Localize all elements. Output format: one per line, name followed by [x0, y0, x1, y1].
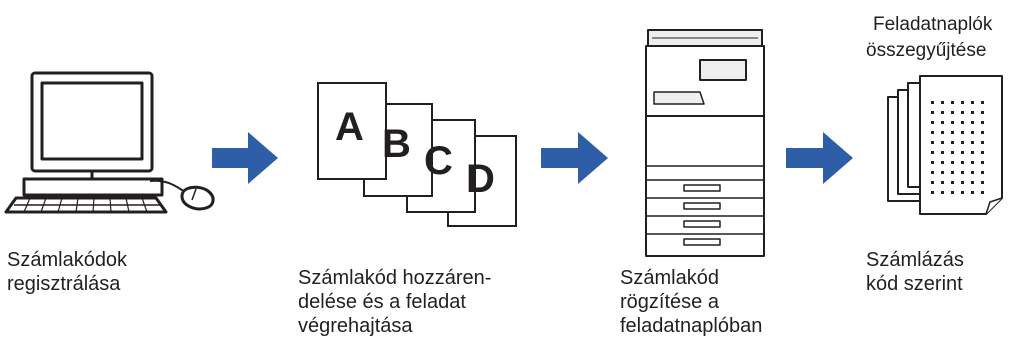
log-dot — [971, 111, 974, 114]
document-a — [317, 82, 387, 180]
log-dot — [941, 151, 944, 154]
flow-arrow-3 — [786, 132, 853, 184]
log-dot — [971, 191, 974, 194]
job-logs-icon — [887, 75, 1003, 215]
log-dot — [961, 141, 964, 144]
log-dot — [961, 121, 964, 124]
log-dot — [951, 141, 954, 144]
log-dot — [941, 111, 944, 114]
log-dot — [971, 181, 974, 184]
log-dot-grid — [931, 101, 984, 194]
log-dot — [941, 191, 944, 194]
log-dot — [981, 141, 984, 144]
log-caption-line: összegyűjtése — [866, 40, 986, 61]
log-dot — [961, 191, 964, 194]
log-dot — [941, 101, 944, 104]
log-dot — [981, 161, 984, 164]
log-dot — [961, 131, 964, 134]
log-dot — [941, 121, 944, 124]
log-dot — [931, 161, 934, 164]
log-dot — [941, 131, 944, 134]
log-dot — [941, 161, 944, 164]
log-dot — [961, 161, 964, 164]
document-letter-d: D — [466, 157, 495, 201]
documents-icon — [317, 82, 517, 227]
log-dot — [941, 181, 944, 184]
log-dot — [971, 171, 974, 174]
log-dot — [951, 191, 954, 194]
log-dot — [951, 161, 954, 164]
step-label-bill-by-code: Számlázás kód szerint — [866, 249, 964, 295]
log-dot — [971, 121, 974, 124]
log-dot — [931, 121, 934, 124]
log-dot — [971, 131, 974, 134]
log-dot — [971, 161, 974, 164]
log-caption-line: Feladatnaplók — [873, 14, 993, 35]
log-dot — [971, 151, 974, 154]
log-caption: Feladatnaplók összegyűjtése — [866, 14, 993, 61]
log-dot — [981, 111, 984, 114]
log-dot — [951, 171, 954, 174]
computer-icon — [4, 71, 215, 214]
log-dot — [931, 131, 934, 134]
log-dot — [951, 151, 954, 154]
log-dot — [931, 101, 934, 104]
log-dot — [981, 101, 984, 104]
log-dot — [981, 191, 984, 194]
log-dot — [961, 101, 964, 104]
log-dot — [931, 141, 934, 144]
log-dot — [951, 101, 954, 104]
log-dot — [951, 111, 954, 114]
document-letter-a: A — [335, 105, 364, 149]
step-label-assign-and-run: Számlakód hozzáren- delése és a feladat … — [298, 267, 492, 337]
log-dot — [951, 121, 954, 124]
log-dot — [981, 181, 984, 184]
log-dot — [981, 171, 984, 174]
log-dot — [961, 111, 964, 114]
document-letter-b: B — [382, 122, 411, 166]
log-dot — [971, 141, 974, 144]
log-dot — [931, 151, 934, 154]
log-dot — [951, 181, 954, 184]
log-dot — [981, 131, 984, 134]
log-dot — [951, 131, 954, 134]
flow-arrow-2 — [541, 132, 608, 184]
flow-arrow-1 — [212, 132, 278, 184]
printer-icon — [645, 29, 765, 257]
log-dot — [941, 141, 944, 144]
document-letter-c: C — [424, 139, 453, 183]
log-dot — [961, 151, 964, 154]
log-dot — [931, 181, 934, 184]
log-dot — [961, 171, 964, 174]
log-dot — [961, 181, 964, 184]
log-dot — [931, 171, 934, 174]
log-dot — [931, 191, 934, 194]
log-dot — [971, 101, 974, 104]
log-dot — [941, 171, 944, 174]
step-label-register-codes: Számlakódok regisztrálása — [7, 249, 128, 295]
log-dot — [931, 111, 934, 114]
log-dot — [981, 121, 984, 124]
log-dot — [981, 151, 984, 154]
step-label-record-in-log: Számlakód rögzítése a feladatnaplóban — [620, 267, 763, 337]
